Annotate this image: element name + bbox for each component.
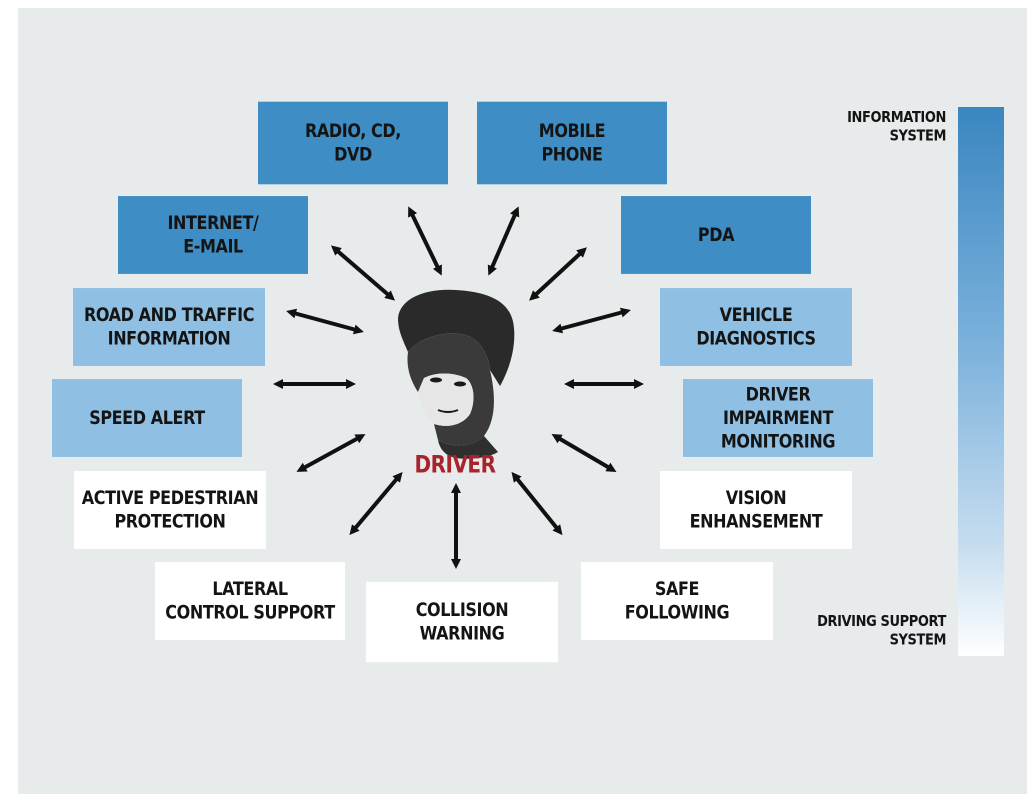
driver-face-skin	[418, 373, 474, 426]
driver-neck	[438, 436, 498, 459]
arrow-lateral	[349, 471, 403, 536]
driver-eye-right	[454, 381, 466, 387]
information-to-support-gradient-bar	[958, 107, 1004, 656]
box-radio-cd-dvd: RADIO, CD, DVD	[258, 101, 448, 185]
driver-eye-left	[430, 377, 442, 383]
arrow-vision	[551, 433, 617, 473]
box-safe-following: SAFE FOLLOWING	[581, 562, 773, 640]
arrow-internet	[330, 245, 396, 301]
arrow-vehicle	[552, 307, 631, 334]
driver-hair	[398, 289, 515, 386]
arrow-safe	[511, 471, 563, 536]
box-lateral-control-support: LATERAL CONTROL SUPPORT	[155, 562, 345, 640]
arrow-pda	[529, 247, 587, 301]
arrow-pedestrian	[296, 434, 366, 472]
box-internet-email: INTERNET/ E-MAIL	[118, 196, 308, 274]
box-mobile-phone: MOBILE PHONE	[477, 101, 667, 185]
box-pda: PDA	[621, 196, 811, 274]
box-active-pedestrian-protection: ACTIVE PEDESTRIAN PROTECTION	[74, 471, 266, 549]
scale-top-label: INFORMATION SYSTEM	[847, 109, 946, 146]
box-collision-warning: COLLISION WARNING	[366, 581, 558, 663]
box-speed-alert: SPEED ALERT	[52, 379, 242, 457]
box-driver-impairment-monitoring: DRIVER IMPAIRMENT MONITORING	[683, 379, 873, 457]
arrow-radio	[408, 206, 442, 276]
driver-face-shadow	[407, 333, 494, 446]
driver-label: DRIVER	[414, 449, 496, 479]
box-vision-enhansement: VISION ENHANSEMENT	[660, 471, 852, 549]
driver-mouth	[437, 409, 459, 413]
box-vehicle-diagnostics: VEHICLE DIAGNOSTICS	[660, 288, 852, 366]
arrow-mobile	[487, 206, 520, 276]
arrow-road	[286, 308, 364, 335]
box-road-traffic-information: ROAD AND TRAFFIC INFORMATION	[73, 288, 265, 366]
scale-bottom-label: DRIVING SUPPORT SYSTEM	[817, 613, 946, 650]
